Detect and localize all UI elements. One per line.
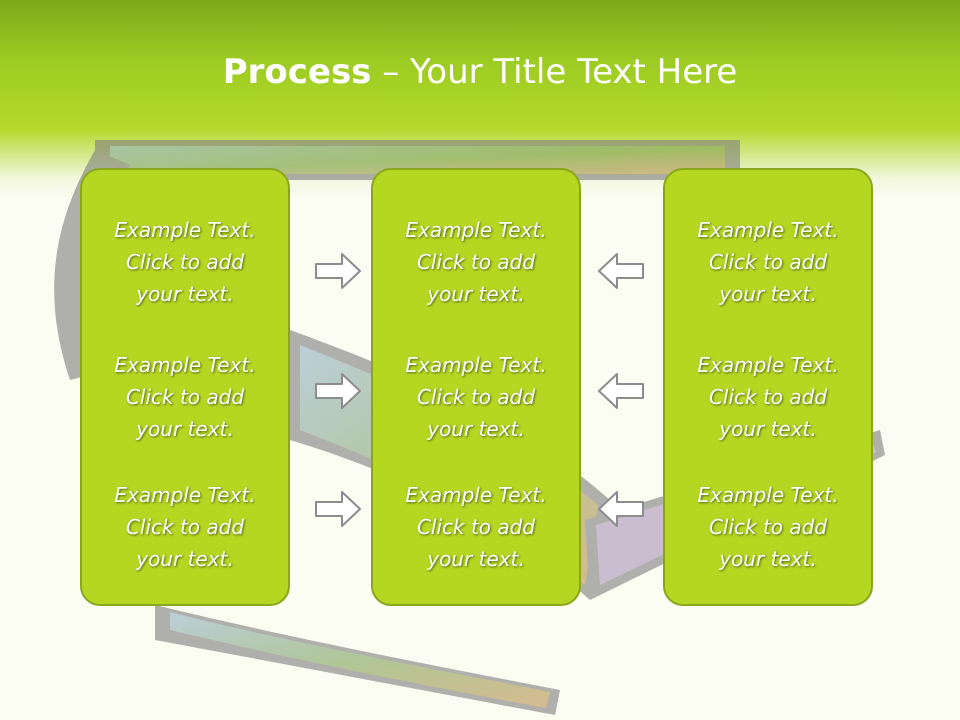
- arrow-left-icon: [598, 491, 644, 527]
- arrow-left-icon: [598, 253, 644, 289]
- title-bold: Process: [222, 52, 372, 92]
- text-placeholder[interactable]: Example Text. Click to add your text.: [405, 353, 547, 441]
- text-placeholder[interactable]: Example Text. Click to add your text.: [405, 483, 547, 571]
- text-placeholder[interactable]: Example Text. Click to add your text.: [697, 218, 839, 306]
- text-placeholder[interactable]: Example Text. Click to add your text.: [697, 353, 839, 441]
- text-placeholder[interactable]: Example Text. Click to add your text.: [405, 218, 547, 306]
- text-placeholder[interactable]: Example Text. Click to add your text.: [114, 353, 256, 441]
- slide-title[interactable]: Process – Your Title Text Here: [0, 52, 960, 92]
- arrow-left-icon: [598, 373, 644, 409]
- arrow-right-icon: [315, 253, 361, 289]
- process-box-center[interactable]: Example Text. Click to add your text. Ex…: [371, 168, 581, 606]
- text-placeholder[interactable]: Example Text. Click to add your text.: [697, 483, 839, 571]
- process-box-left[interactable]: Example Text. Click to add your text. Ex…: [80, 168, 290, 606]
- text-placeholder[interactable]: Example Text. Click to add your text.: [114, 218, 256, 306]
- arrow-right-icon: [315, 491, 361, 527]
- text-placeholder[interactable]: Example Text. Click to add your text.: [114, 483, 256, 571]
- arrow-right-icon: [315, 373, 361, 409]
- title-rest: – Your Title Text Here: [371, 52, 738, 92]
- process-box-right[interactable]: Example Text. Click to add your text. Ex…: [663, 168, 873, 606]
